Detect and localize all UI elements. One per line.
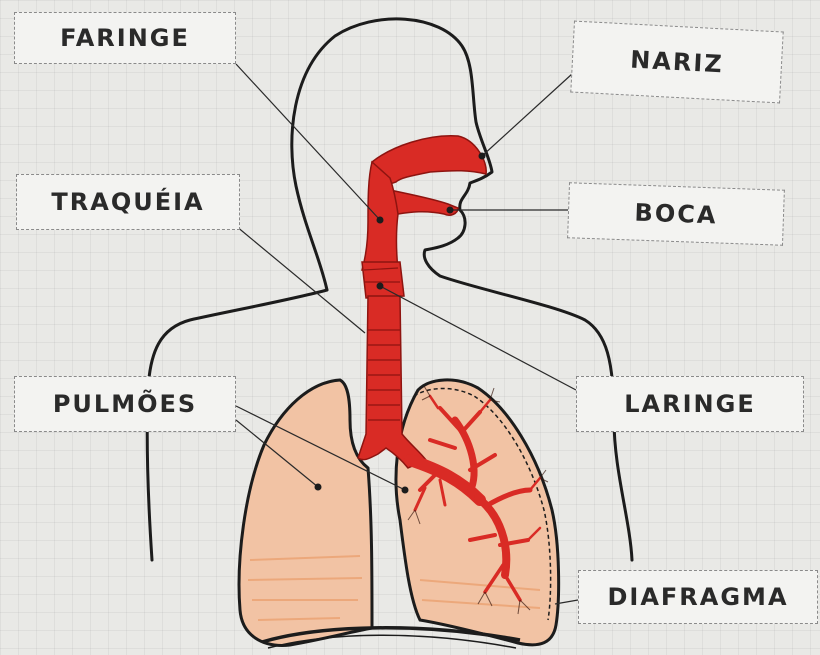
- label-faringe: FARINGE: [14, 12, 236, 64]
- label-laringe: LARINGE: [576, 376, 804, 432]
- larynx: [362, 262, 404, 298]
- label-diafragma: DIAFRAGMA: [578, 570, 818, 624]
- left-lung: [239, 380, 372, 645]
- label-boca: BOCA: [567, 182, 785, 246]
- right-lung: [396, 380, 559, 645]
- label-traqueia: TRAQUÉIA: [16, 174, 240, 230]
- label-nariz: NARIZ: [570, 21, 783, 104]
- label-pulmoes: PULMÕES: [14, 376, 236, 432]
